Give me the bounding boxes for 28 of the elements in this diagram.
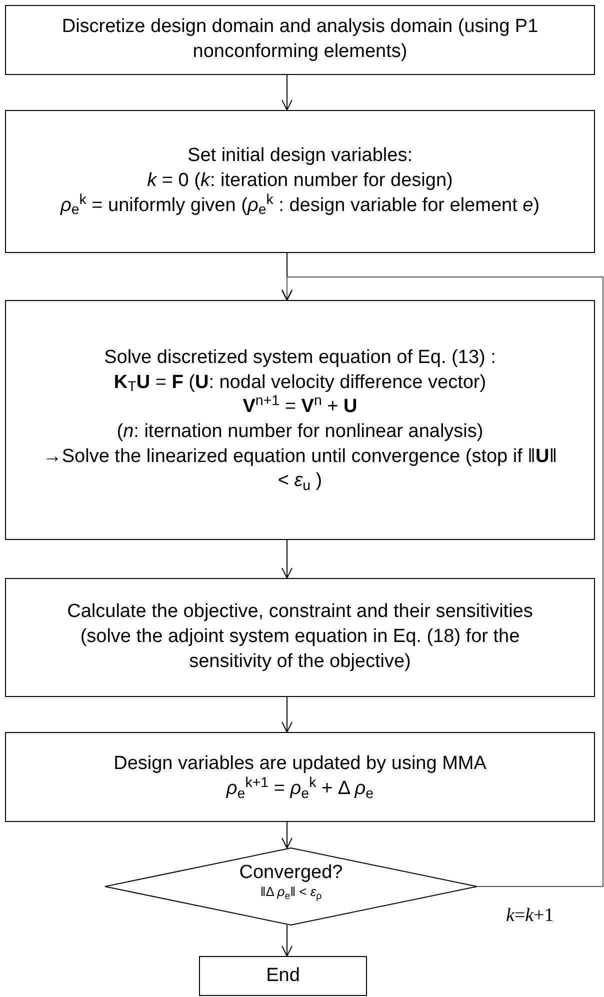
process-box <box>5 578 595 697</box>
process-box <box>5 732 595 822</box>
process-box <box>5 300 595 540</box>
step-text: V$^{n+1}$ = V$^{n}$ + U <box>242 395 358 420</box>
step-text: Calculate the objective, constraint and their sensitivities (solve the adjoint system equation in Eq. (18) for the sensitivity of the objective) <box>66 600 534 674</box>
arrow <box>282 696 292 732</box>
step-text: Set initial design variables: <box>188 144 412 168</box>
step-text: k = 0 (k: iteration number for design) <box>147 169 453 194</box>
step-text: Solve discretized system equation of Eq. (13) : <box>104 346 496 370</box>
arrow <box>282 822 292 848</box>
step-text: K$_{T}$U = F (U: nodal velocity difference vector) <box>114 370 486 396</box>
step-text: →Solve the linearized equation until convergence (stop if ‖U‖ < ε$_{u}$ ) <box>42 444 558 494</box>
step-text: End <box>266 964 300 988</box>
process-box <box>5 5 595 75</box>
arrow <box>282 74 292 110</box>
arrow <box>282 924 292 956</box>
decision-text: Converged? <box>239 860 343 884</box>
edge-label: k=k+1 <box>506 904 554 928</box>
step-text: ρ$_{e}$$^{k+1}$ = ρ$_{e}$$^{k}$ + Δ ρ$_{e}$ <box>226 777 374 802</box>
step-text: ρ$_{e}$$^{k}$ = uniformly given (ρ$_{e}$$^{k}$ : design variable for element e) <box>60 194 540 219</box>
step-text: Design variables are updated by using MMA <box>114 752 486 776</box>
arrow <box>282 276 604 887</box>
step-text: Discretize design domain and analysis domain (using P1 nonconforming elements) <box>60 15 540 64</box>
process-box <box>199 956 367 996</box>
step-text: (n: iternation number for nonlinear analysis) <box>116 420 484 444</box>
arrow <box>282 540 292 578</box>
process-box <box>5 110 595 253</box>
step-text: ‖Δ ρ$_{e}$‖ < ε$_{ρ}$ <box>260 884 322 900</box>
